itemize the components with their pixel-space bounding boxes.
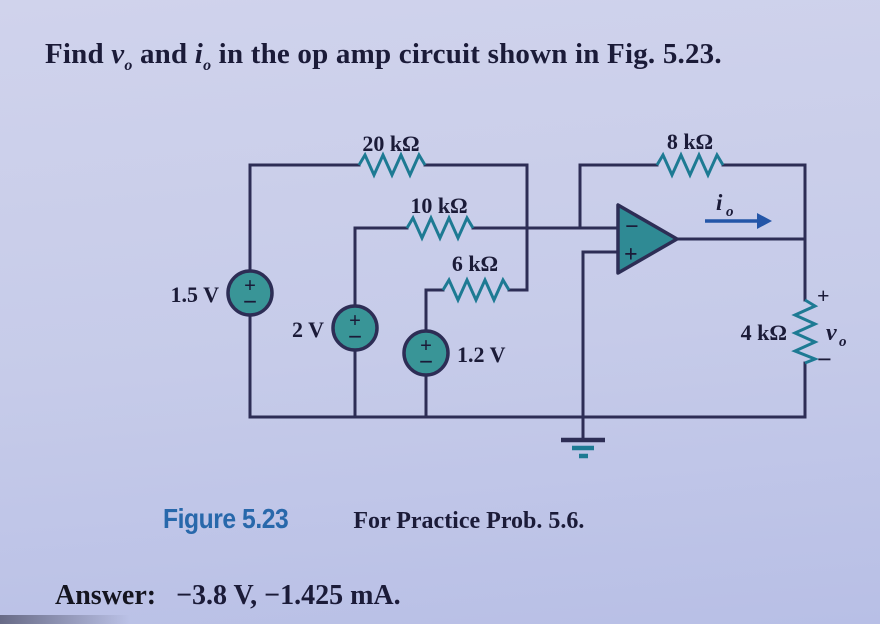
answer-label: Answer: [55, 580, 157, 611]
problem-text-pre: Find [45, 38, 112, 70]
resistor-8k [655, 151, 725, 179]
io-symbol: i [194, 38, 204, 70]
noninverting-input-icon: + [624, 242, 638, 268]
io-label: i [716, 190, 723, 215]
minus-icon: − [348, 324, 362, 351]
vo-subscript: o [124, 56, 133, 74]
io-label-subscript: o [726, 204, 734, 220]
figure-caption-line: Figure 5.23 For Practice Prob. 5.6. [163, 503, 584, 535]
resistor-6k [441, 276, 511, 304]
answer-value: −3.8 V, −1.425 mA. [176, 580, 401, 611]
vo-label: v [826, 320, 837, 346]
resistor-4k [791, 298, 820, 365]
resistor-4k-label: 4 kΩ [741, 320, 787, 345]
source-circle [226, 269, 274, 317]
source-circle [331, 304, 379, 352]
vo-label-subscript: o [839, 334, 847, 350]
problem-statement: Find vo and io in the op amp circuit sho… [45, 38, 855, 74]
plus-icon: + [420, 333, 432, 357]
figure-caption: For Practice Prob. 5.6. [353, 508, 585, 534]
opamp-triangle [616, 203, 679, 275]
source-circle [402, 329, 450, 377]
wire-opamp-io [581, 237, 807, 442]
minus-icon: − [243, 289, 257, 316]
output-current-annotation: i o [705, 190, 772, 229]
resistor-10k-label: 10 kΩ [410, 193, 467, 218]
ground-icon [561, 437, 605, 459]
source-1p5v-label: 1.5 V [171, 282, 220, 307]
resistor-6k-label: 6 kΩ [452, 251, 498, 276]
opamp: − + [616, 203, 679, 275]
io-arrowhead-icon [757, 213, 772, 229]
vo-minus-icon: − [817, 345, 832, 374]
voltage-source-1p5v: + − [226, 269, 274, 317]
photo-shadow [0, 615, 130, 624]
minus-icon: − [419, 349, 433, 376]
source-1p2v-label: 1.2 V [457, 342, 506, 367]
vo-symbol: v [111, 38, 125, 70]
vo-plus-icon: + [817, 283, 830, 308]
resistor-20k-label: 20 kΩ [362, 131, 419, 156]
wire-left-loop [248, 163, 807, 419]
problem-text-post: in the op amp circuit shown in Fig. 5.23… [211, 38, 722, 70]
wire-feedback-branch [578, 163, 807, 419]
problem-text-mid: and [132, 38, 195, 70]
figure-number: Figure 5.23 [163, 503, 289, 534]
plus-icon: + [349, 308, 361, 332]
source-2v-label: 2 V [292, 317, 324, 342]
resistor-20k [357, 151, 427, 179]
output-voltage-annotation: + v o − [817, 283, 847, 374]
voltage-source-2v: + − [331, 304, 379, 352]
resistor-8k-label: 8 kΩ [667, 129, 713, 154]
resistor-10k [405, 214, 475, 242]
answer-line: Answer: −3.8 V, −1.425 mA. [55, 580, 401, 612]
io-subscript: o [203, 56, 212, 74]
plus-icon: + [244, 273, 256, 297]
voltage-source-1p2v: + − [402, 329, 450, 377]
inverting-input-icon: − [625, 214, 639, 240]
